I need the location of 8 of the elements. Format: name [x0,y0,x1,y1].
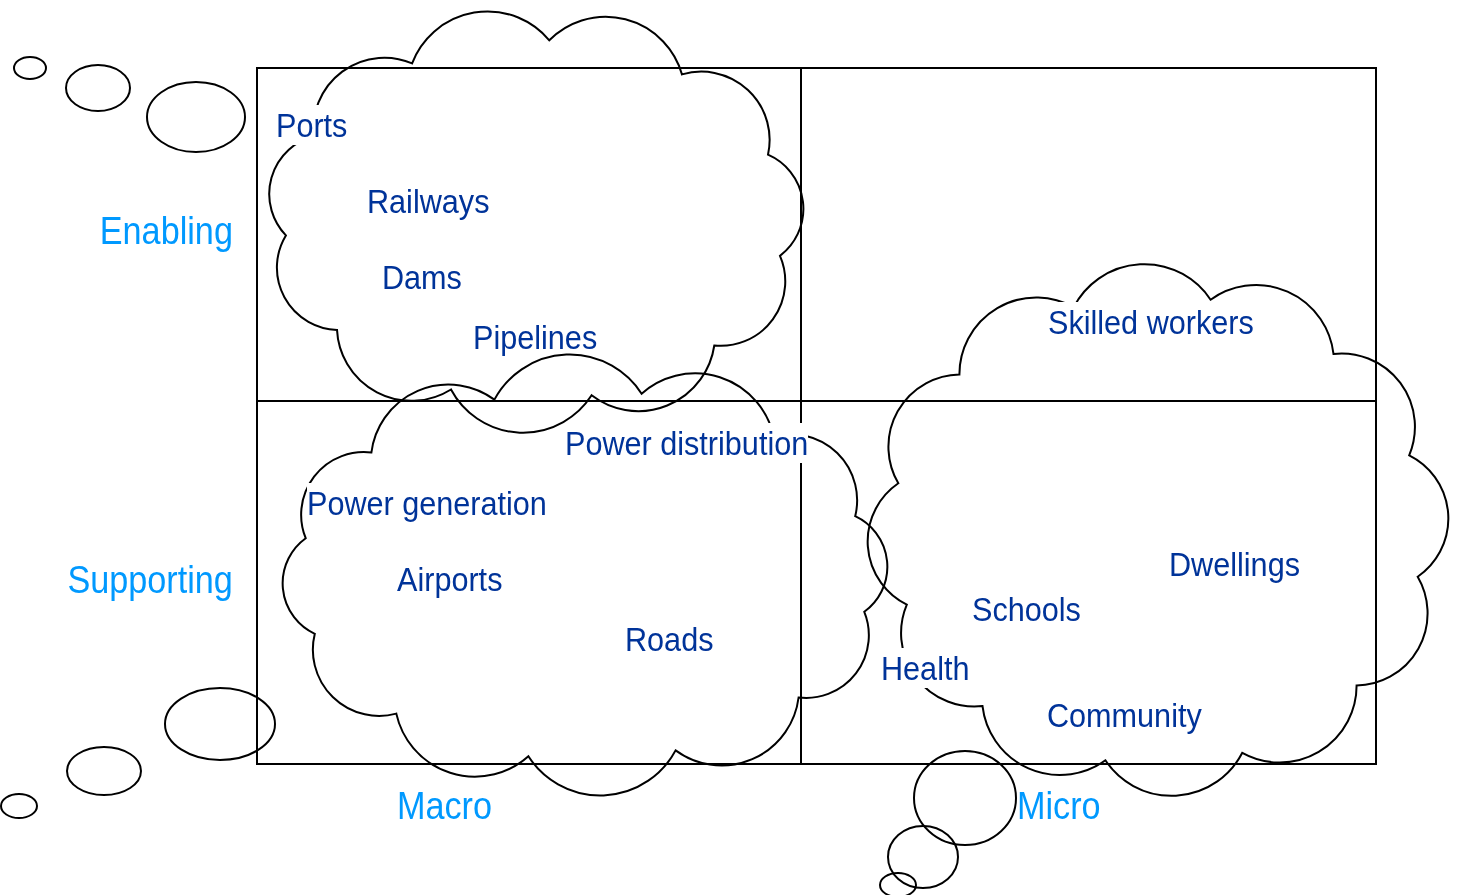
column-label: Micro [1017,784,1101,828]
row-label: Enabling [99,209,233,253]
item-label: Ports [276,105,348,145]
row-label: Supporting [67,558,233,602]
item-label: Power generation [307,483,547,523]
column-label: Macro [397,784,492,828]
item-label: Health [881,648,970,688]
item-label: Power distribution [565,423,809,463]
